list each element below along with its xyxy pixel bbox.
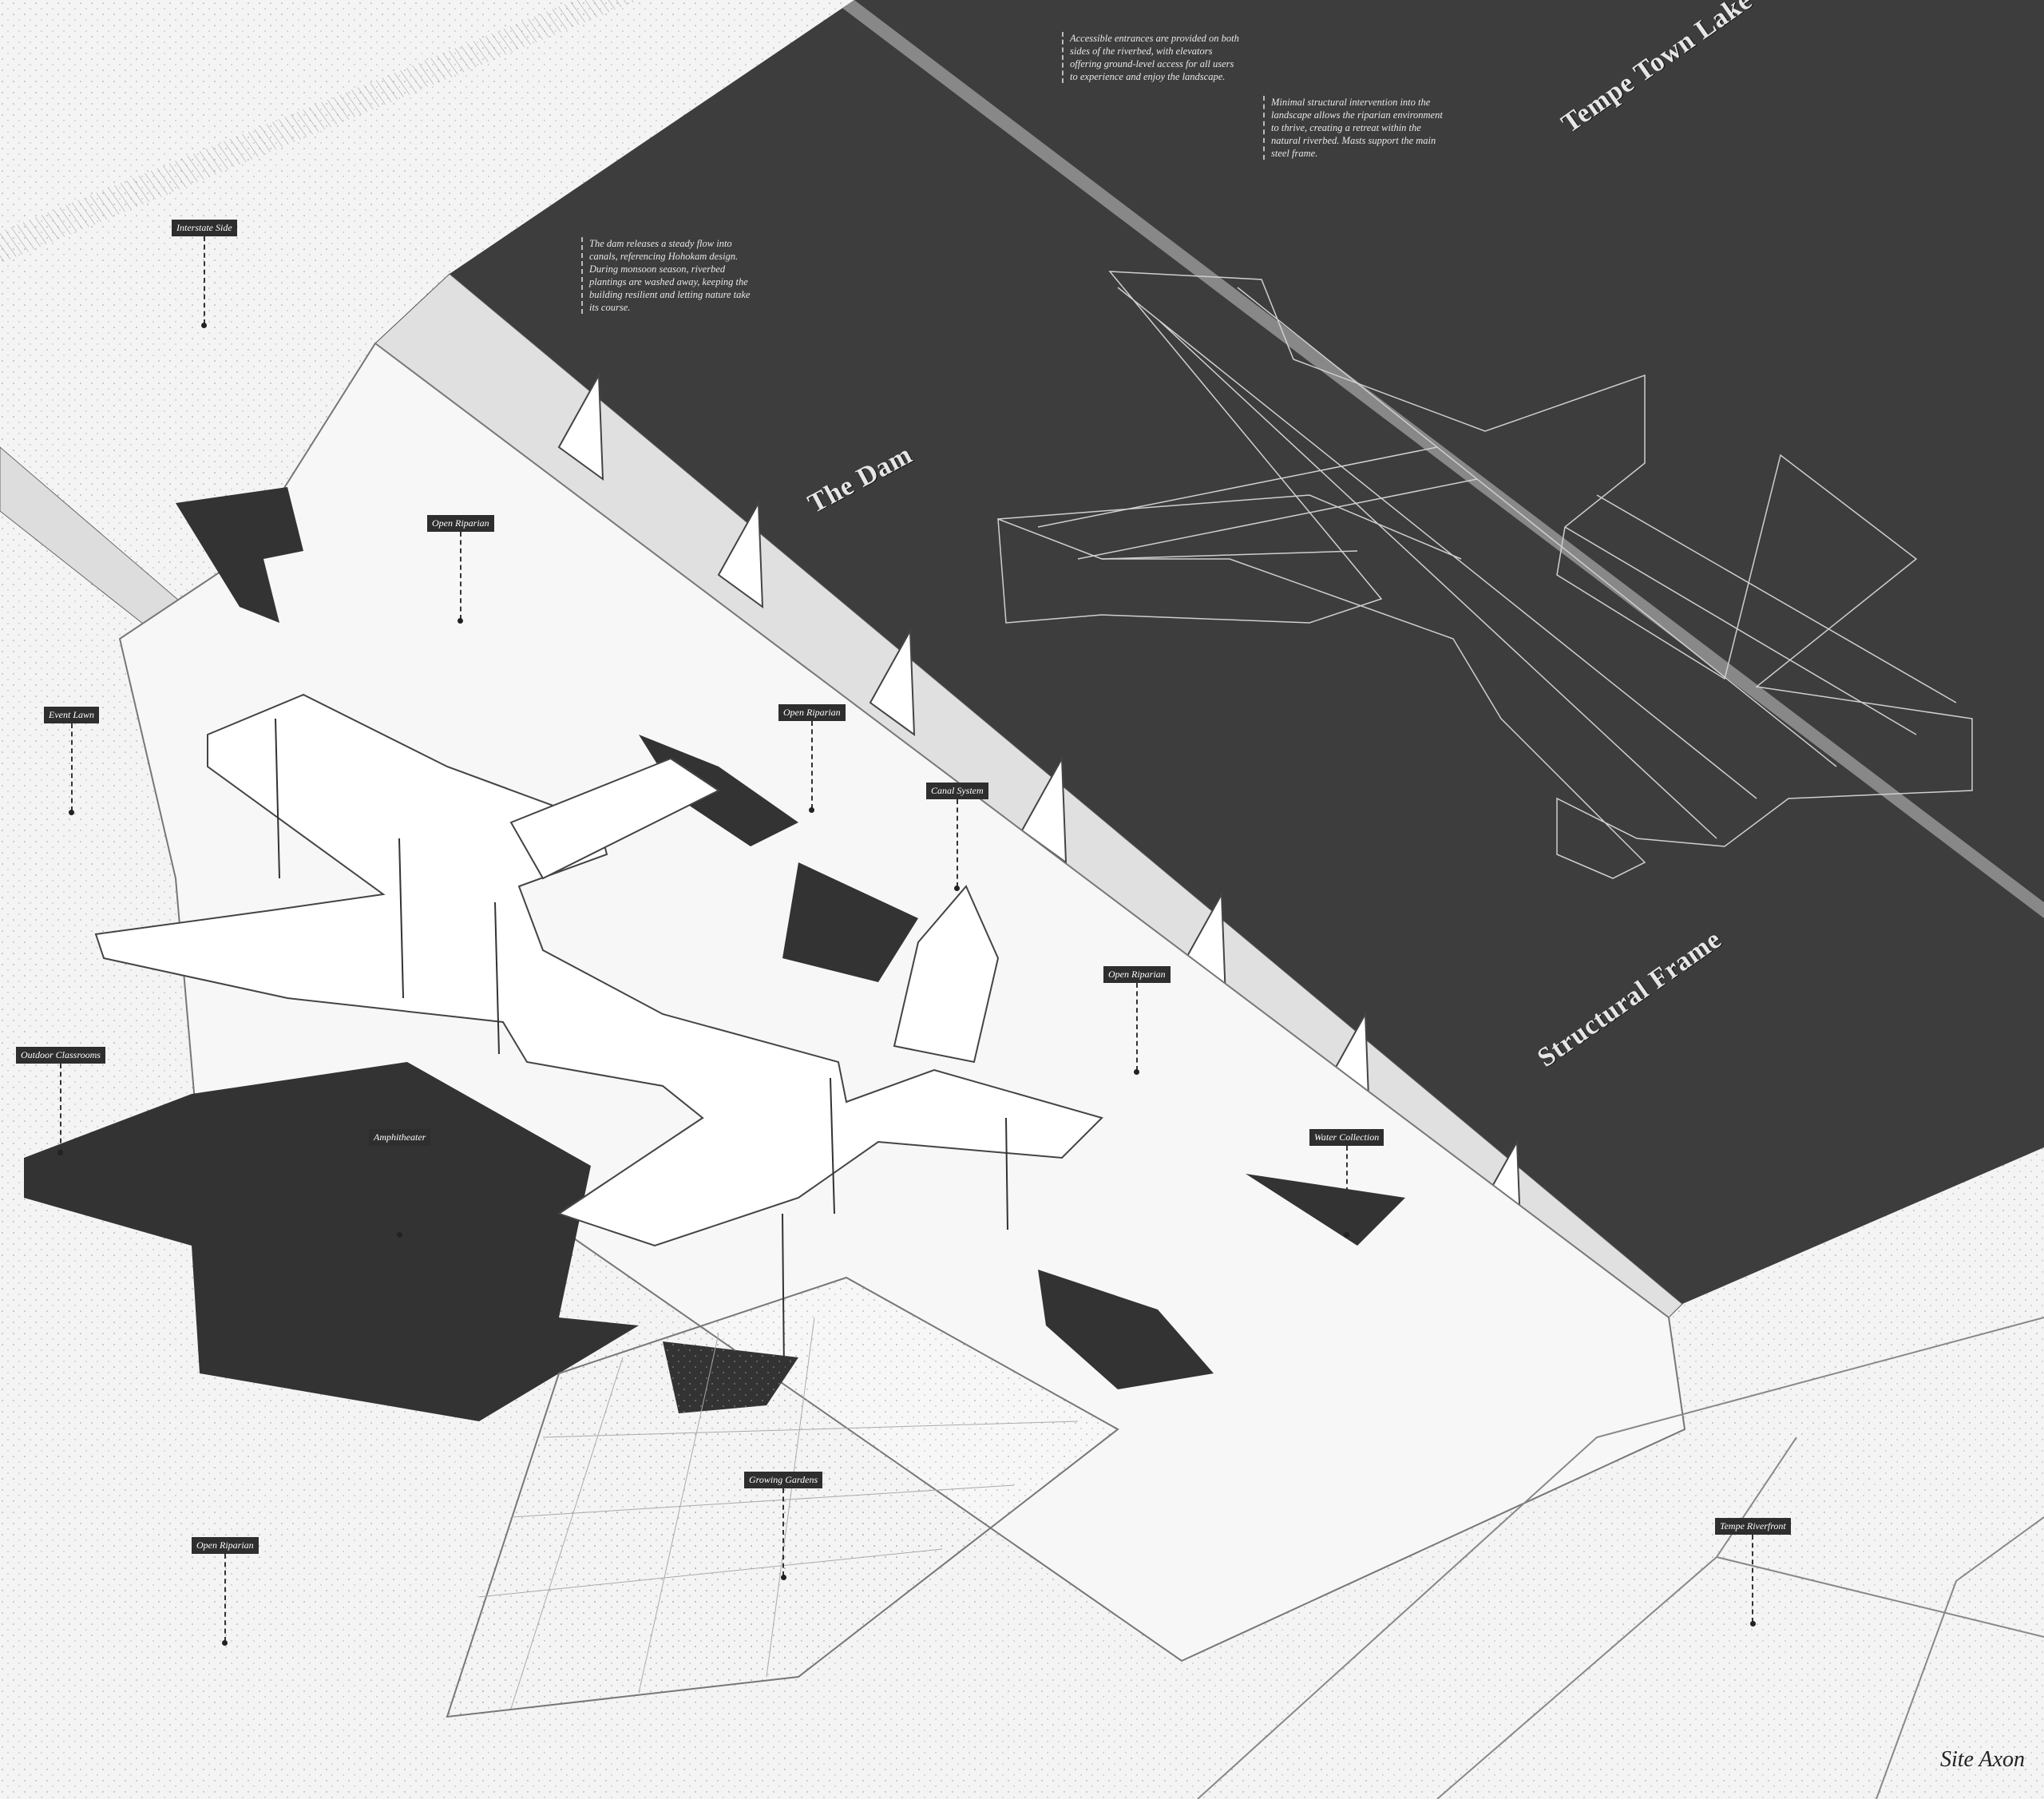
leader-dot [809, 807, 815, 813]
note-dam: The dam releases a steady flow into cana… [581, 237, 761, 314]
tag-open-riparian: Open Riparian [778, 704, 846, 813]
interstate-path [0, 0, 639, 264]
leader-dot [954, 886, 961, 891]
leader-line [782, 1488, 785, 1576]
leader-dot [1749, 1621, 1756, 1627]
tag-canal-system: Canal System [926, 783, 988, 891]
leader-dot [57, 1150, 64, 1155]
leader-dot [1134, 1069, 1140, 1075]
growing-gardens [446, 1276, 1119, 1718]
leader-line [1135, 983, 1138, 1071]
leader-dot [69, 810, 74, 815]
tag-label: Open Riparian [1103, 966, 1171, 983]
leader-line [810, 721, 813, 809]
tag-interstate-side: Interstate Side [172, 220, 237, 328]
tag-label: Water Collection [1309, 1129, 1384, 1146]
tag-event-lawn: Event Lawn [44, 707, 99, 815]
tag-label: Open Riparian [192, 1537, 259, 1554]
leader-line [224, 1554, 226, 1642]
structural-frame-wireframe [997, 271, 1973, 879]
masts [275, 718, 1008, 1374]
leader-line [398, 1146, 401, 1234]
leader-line [1345, 1146, 1348, 1234]
lake-bridge [842, 0, 2044, 918]
tag-label: Open Riparian [427, 515, 494, 532]
riverfront-paths [1197, 1317, 2044, 1799]
tag-label: Outdoor Classrooms [16, 1047, 105, 1064]
leader-dot [1344, 1232, 1350, 1238]
tag-label: Event Lawn [44, 707, 99, 723]
leader-line [1752, 1535, 1754, 1623]
leader-line [59, 1064, 61, 1151]
tag-label: Tempe Riverfront [1715, 1518, 1791, 1535]
leader-line [956, 799, 958, 887]
note-entrances: Accessible entrances are provided on bot… [1062, 32, 1242, 83]
leader-dot [397, 1232, 403, 1238]
tag-open-riparian: Open Riparian [427, 515, 494, 624]
tag-label: Interstate Side [172, 220, 237, 236]
tag-open-riparian: Open Riparian [1103, 966, 1171, 1075]
tag-tempe-riverfront: Tempe Riverfront [1715, 1518, 1791, 1627]
leader-line [459, 532, 461, 620]
tempe-town-lake [450, 0, 2044, 1304]
tag-label: Canal System [926, 783, 988, 799]
garden-grid [478, 1317, 1079, 1710]
tag-label: Amphitheater [369, 1129, 431, 1146]
tag-label: Growing Gardens [744, 1472, 823, 1488]
tag-growing-gardens: Growing Gardens [744, 1472, 823, 1580]
tag-water-collection: Water Collection [1309, 1129, 1384, 1238]
tag-outdoor-classrooms: Outdoor Classrooms [16, 1047, 105, 1155]
leader-line [203, 236, 205, 324]
tag-open-riparian: Open Riparian [192, 1537, 259, 1646]
tag-amphitheater: Amphitheater [369, 1129, 431, 1238]
leader-dot [222, 1640, 228, 1646]
note-structure: Minimal structural intervention into the… [1263, 96, 1443, 160]
leader-line [70, 723, 73, 811]
drawing-title: Site Axon [1940, 1747, 2026, 1772]
building-roofs [94, 693, 1103, 1247]
tag-label: Open Riparian [778, 704, 846, 721]
leader-dot [458, 618, 464, 624]
leader-dot [780, 1575, 786, 1580]
leader-dot [201, 323, 208, 328]
